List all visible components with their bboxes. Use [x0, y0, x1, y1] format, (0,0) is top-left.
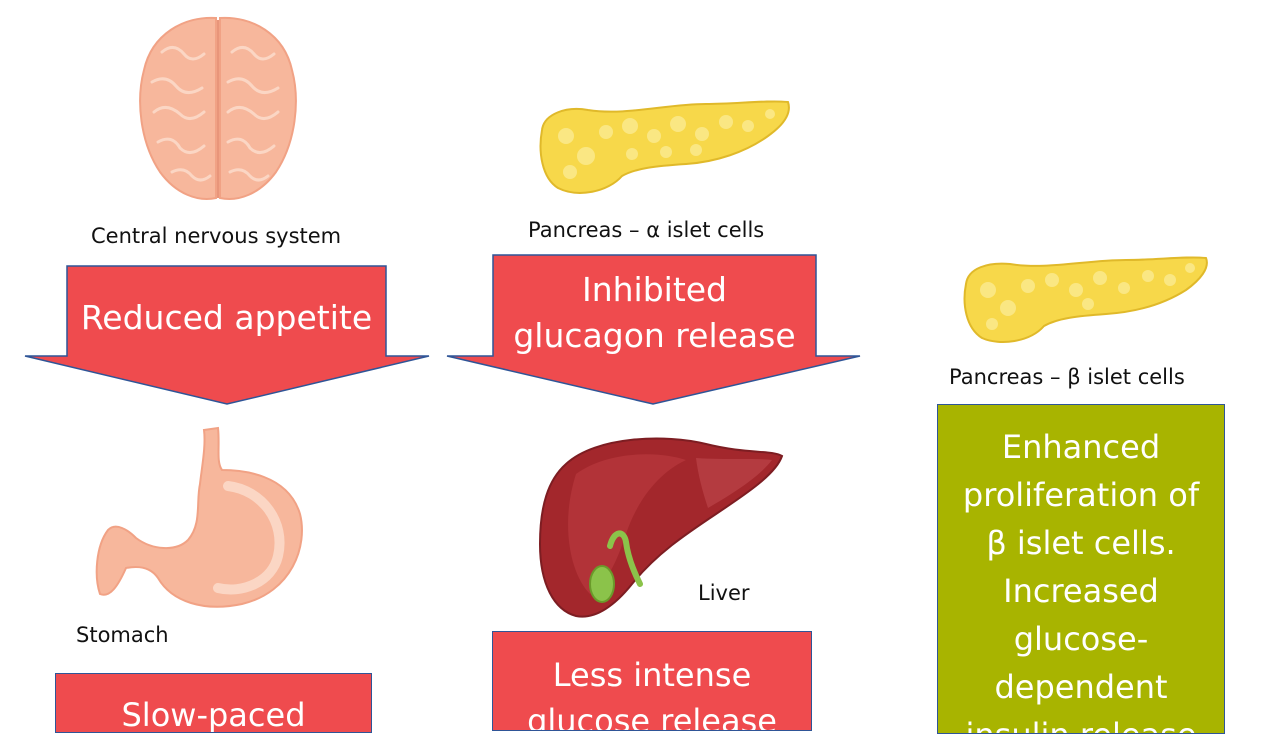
- slow-paced-line1: Slow-paced: [121, 696, 306, 733]
- beta-line-3: β islet cells.: [986, 524, 1176, 562]
- cns-label: Central nervous system: [91, 224, 342, 248]
- beta-line-1: Enhanced: [1001, 428, 1161, 466]
- stomach-icon: [95, 426, 303, 608]
- pancreas-alpha-icon: [539, 100, 790, 194]
- pancreas-beta-icon: [963, 256, 1208, 343]
- brain-icon: [139, 16, 297, 200]
- inhibited-glucagon-line1: Inhibited: [581, 270, 728, 309]
- beta-line-7: insulin release: [938, 711, 1224, 733]
- liver-label: Liver: [698, 581, 750, 605]
- beta-line-2: proliferation of: [962, 476, 1200, 514]
- less-intense-glucose-box: Less intense glucose release: [492, 631, 812, 731]
- beta-cell-effects-box: Enhanced proliferation of β islet cells.…: [937, 404, 1225, 734]
- inhibited-glucagon-line2: glucagon release: [513, 316, 796, 355]
- beta-line-4: Increased: [1003, 572, 1159, 610]
- inhibited-glucagon-text: Inhibited glucagon release: [493, 267, 816, 359]
- stomach-label: Stomach: [76, 623, 169, 647]
- less-intense-line1: Less intense: [552, 656, 752, 694]
- pancreas-beta-label: Pancreas – β islet cells: [949, 365, 1185, 389]
- less-intense-line2: glucose release: [527, 702, 777, 731]
- liver-icon: [538, 437, 784, 618]
- beta-line-5: glucose-: [1013, 620, 1149, 658]
- beta-line-6: dependent: [994, 668, 1168, 706]
- reduced-appetite-text: Reduced appetite: [80, 298, 373, 337]
- pancreas-alpha-label: Pancreas – α islet cells: [528, 218, 765, 242]
- slow-paced-box: Slow-paced: [55, 673, 372, 733]
